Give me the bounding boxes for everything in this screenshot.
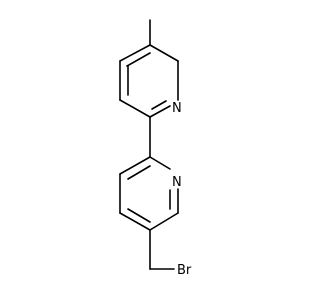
bond-lower-c4-c5 xyxy=(119,212,151,231)
structure-diagram: N N Br xyxy=(119,19,192,278)
nitrogen-label-upper: N xyxy=(172,101,182,116)
bond-lower-c3-inner xyxy=(127,165,151,180)
bond-upper-c5-c6 xyxy=(149,44,179,62)
bond-upper-c2-n xyxy=(149,105,171,118)
bond-upper-c5-c4 xyxy=(119,44,151,62)
bond-lower-c4-inner xyxy=(127,208,151,223)
nitrogen-label-lower: N xyxy=(172,175,182,190)
molecule-drawing: N N Br xyxy=(119,19,192,278)
bond-upper-c4-inner xyxy=(126,52,151,67)
bond-upper-c2-n-inner xyxy=(151,100,167,110)
bond-lower-c2-c3 xyxy=(119,156,151,175)
bond-upper-c3-c2 xyxy=(119,99,151,118)
bromine-label: Br xyxy=(177,263,192,278)
bond-lower-c2-n xyxy=(149,156,171,170)
bond-lower-c5-c6 xyxy=(149,212,179,231)
